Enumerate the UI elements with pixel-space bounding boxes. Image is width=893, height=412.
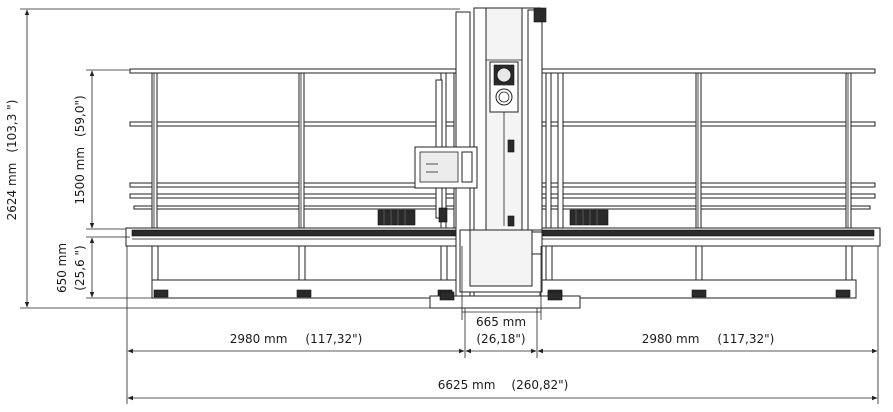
right-wing bbox=[537, 68, 881, 299]
total-height-label: 2624 mm(103,3 ") bbox=[5, 100, 19, 221]
total-width-label: 6625 mm(260,82") bbox=[438, 378, 569, 392]
work-height-mm-label: 650 mm bbox=[55, 243, 69, 293]
center-width-mm-label: 665 mm bbox=[476, 315, 526, 329]
center-width-inch-label: (26,18") bbox=[476, 332, 525, 346]
work-height-inch-label: (25,6 ") bbox=[73, 245, 87, 290]
dimension-lines bbox=[20, 8, 879, 404]
right-width-label: 2980 mm(117,32") bbox=[642, 332, 775, 346]
left-width-label: 2980 mm(117,32") bbox=[230, 332, 363, 346]
table-height-label: 1500 mm(59,0") bbox=[73, 95, 87, 204]
saw-column bbox=[414, 7, 581, 309]
